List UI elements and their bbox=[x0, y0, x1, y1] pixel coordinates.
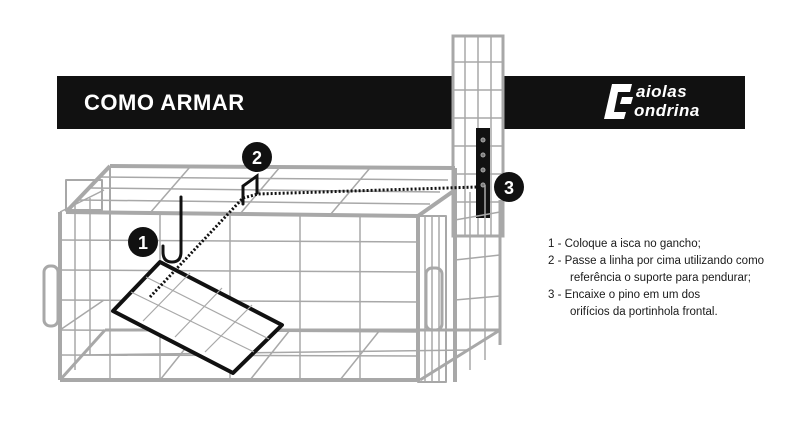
instruction-step-1: 1 - Coloque a isca no gancho; bbox=[548, 238, 701, 250]
brand-logo-icon bbox=[604, 84, 633, 119]
instruction-step-3: 3 - Encaixe o pino em um dos bbox=[548, 289, 701, 301]
svg-text:2: 2 bbox=[252, 148, 262, 168]
brand-name-line1: aiolas bbox=[636, 82, 688, 101]
instruction-step-3-cont: orifícios da portinhola frontal. bbox=[570, 306, 718, 318]
marker-3: 3 bbox=[494, 172, 524, 202]
cage-frame bbox=[42, 164, 502, 383]
instruction-step-2-cont: referência o suporte para pendurar; bbox=[570, 272, 751, 284]
brand-name-line2: ondrina bbox=[634, 101, 700, 120]
svg-text:3: 3 bbox=[504, 178, 514, 198]
line-support bbox=[241, 173, 259, 206]
instructions-list: 1 - Coloque a isca no gancho; 2 - Passe … bbox=[548, 236, 793, 321]
marker-2: 2 bbox=[242, 142, 272, 172]
trigger-plate bbox=[111, 260, 284, 375]
rear-door bbox=[451, 34, 505, 238]
instruction-step-2: 2 - Passe a linha por cima utilizando co… bbox=[548, 255, 765, 267]
svg-text:1: 1 bbox=[138, 233, 148, 253]
trigger-line bbox=[148, 185, 479, 299]
page-title: COMO ARMAR bbox=[84, 90, 245, 115]
bait-hook bbox=[161, 195, 183, 264]
marker-1: 1 bbox=[128, 227, 158, 257]
